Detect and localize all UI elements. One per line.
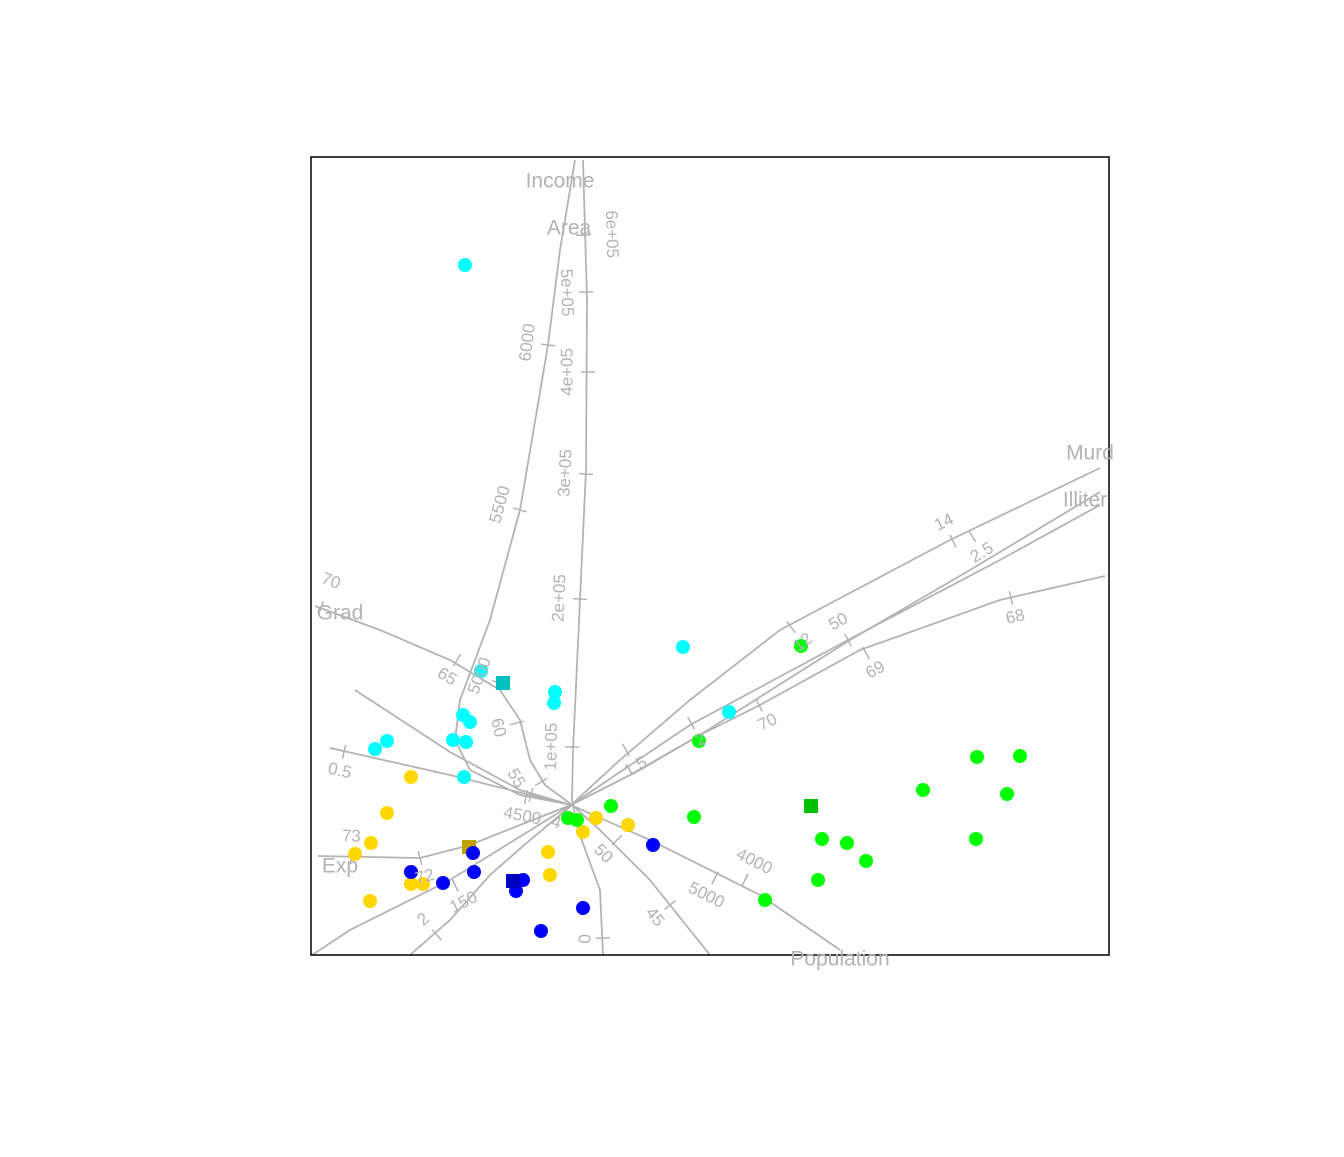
data-point	[541, 845, 555, 859]
axis-tick	[612, 835, 622, 845]
axis-tick	[573, 599, 587, 600]
data-point	[458, 258, 472, 272]
data-point	[576, 825, 590, 839]
axis-tick-label: 1e+05	[541, 723, 561, 771]
axis-tick-label: 50	[825, 609, 851, 635]
axis-tick-label: 2	[413, 909, 433, 930]
axis-murd	[355, 468, 1100, 805]
axis-tick	[541, 344, 555, 346]
axis-tick-label: 60	[487, 716, 510, 739]
data-point	[436, 876, 450, 890]
data-point	[758, 893, 772, 907]
data-point	[840, 836, 854, 850]
data-point	[380, 806, 394, 820]
data-point	[722, 705, 736, 719]
axis-tick	[579, 474, 593, 475]
axis-tick-label: 2e+05	[548, 574, 569, 623]
axis-tick	[665, 901, 676, 910]
data-point	[621, 818, 635, 832]
data-point	[916, 783, 930, 797]
axis-tick-label: 72	[413, 865, 436, 888]
axis-tick-label: 4e+05	[557, 348, 576, 396]
data-point	[380, 734, 394, 748]
axis-tick-label: 3e+05	[554, 449, 575, 498]
axis-tick	[596, 938, 610, 939]
data-point	[534, 924, 548, 938]
data-point	[589, 811, 603, 825]
axis-tick-label: 6e+05	[602, 210, 622, 258]
axis-tick-label: 5500	[486, 484, 514, 525]
axis-tick	[712, 872, 718, 885]
group-centroid-marker	[506, 874, 520, 888]
axis-tick-label: 4	[549, 812, 563, 833]
data-point	[363, 894, 377, 908]
axis-tick	[742, 874, 748, 887]
axis-exp	[318, 576, 1105, 865]
axis-tick-label: 6000	[515, 322, 539, 362]
axis-title: Exp	[322, 855, 358, 878]
axis-tick-label: 73	[342, 826, 361, 845]
axis-title: Grad	[317, 602, 364, 625]
axis-tick-label: 0.5	[326, 759, 353, 783]
data-point	[570, 813, 584, 827]
axis-tick-label: 65	[434, 663, 460, 689]
data-point	[970, 750, 984, 764]
axis-tick-label: 0	[574, 934, 593, 944]
data-point	[604, 799, 618, 813]
data-point	[404, 770, 418, 784]
data-point	[467, 865, 481, 879]
data-point	[815, 832, 829, 846]
axis-line	[318, 576, 1105, 858]
axis-line	[312, 805, 840, 955]
axis-tick-label: 4000	[733, 844, 775, 878]
axis-title: Population	[790, 948, 889, 971]
axis-title: Income	[526, 170, 595, 193]
data-point	[368, 742, 382, 756]
data-point	[459, 735, 473, 749]
axis-tick-label: 14	[931, 509, 956, 534]
data-point	[859, 854, 873, 868]
axis-tick-label: 2.5	[967, 538, 997, 566]
group-cyan	[368, 258, 736, 784]
data-point	[547, 696, 561, 710]
axis-title: Illiter	[1063, 489, 1107, 512]
axis-tick-label: 4500	[502, 803, 543, 829]
data-point	[463, 715, 477, 729]
axis-line	[355, 468, 1100, 805]
axis-tick-label: 55	[503, 765, 529, 791]
axis-tick-label: 68	[1004, 605, 1027, 628]
axis-tick-label: 5e+05	[557, 268, 577, 316]
data-point	[466, 846, 480, 860]
axis-tick-label: 5000	[464, 655, 495, 697]
axis-title: Area	[547, 217, 592, 240]
axis-tick-label: 45	[642, 904, 669, 931]
axis-tick	[968, 530, 975, 542]
axis-tick-label: 69	[862, 657, 888, 683]
data-point	[687, 810, 701, 824]
data-points	[348, 258, 1027, 938]
axis-labels: 01e+052e+053e+054e+055e+056e+05Income600…	[317, 170, 1114, 971]
data-point	[576, 901, 590, 915]
data-point	[364, 836, 378, 850]
axis-tick-label: 12	[789, 629, 816, 656]
axis-population	[312, 805, 840, 955]
data-point	[676, 640, 690, 654]
data-point	[446, 733, 460, 747]
axis-title: Murd	[1066, 442, 1114, 465]
data-point	[1013, 749, 1027, 763]
data-point	[543, 868, 557, 882]
axis-tick-label: 70	[319, 569, 343, 593]
axis-tick-label: 70	[755, 709, 780, 734]
data-point	[811, 873, 825, 887]
group-centroid-marker	[804, 799, 818, 813]
data-point	[457, 770, 471, 784]
axis-tick-label: 5000	[685, 878, 727, 912]
data-point	[1000, 787, 1014, 801]
data-point	[969, 832, 983, 846]
data-point	[646, 838, 660, 852]
axis-tick	[452, 879, 458, 892]
group-centroid-marker	[496, 676, 510, 690]
